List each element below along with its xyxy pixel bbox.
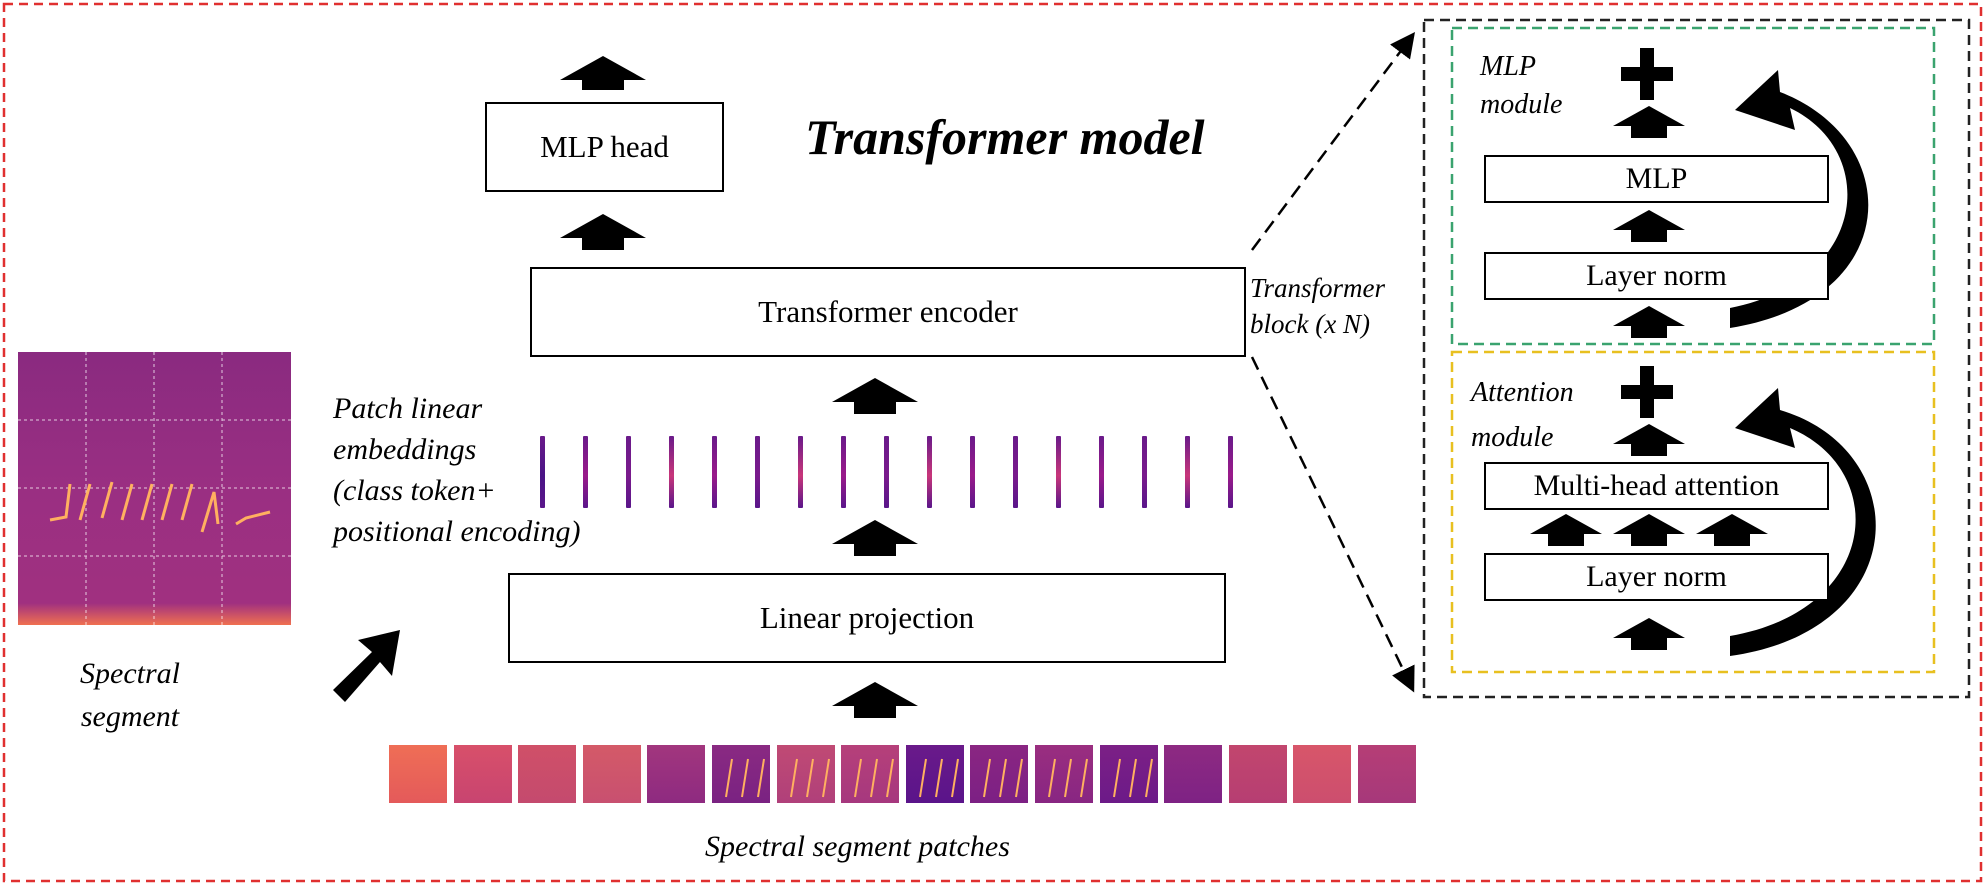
layer-norm-bottom-box: Layer norm [1484, 553, 1829, 601]
spectral-patch [518, 745, 577, 803]
patch-embedding-token [970, 436, 975, 508]
up-arrow-icon [832, 682, 918, 718]
multi-head-attention-box: Multi-head attention [1484, 462, 1829, 510]
patch-embedding-token [1056, 436, 1061, 508]
plus-icon [1621, 48, 1673, 100]
curved-skip-arrow-icon [1730, 70, 1869, 328]
patch-embeddings-label: Patch linear embeddings (class token+ po… [333, 388, 580, 552]
spectral-patch [1164, 745, 1223, 803]
multi-head-attention-label: Multi-head attention [1533, 469, 1780, 502]
class-token [540, 436, 545, 508]
up-arrow-icon [832, 378, 918, 414]
mlp-box: MLP [1484, 155, 1829, 203]
up-arrow-icon [1613, 210, 1685, 242]
transformer-block-line-2: block (x N) [1250, 309, 1370, 339]
spectral-patch [647, 745, 706, 803]
attention-module-line-1: Attention [1471, 377, 1574, 408]
up-arrow-icon [1696, 514, 1768, 546]
spectral-patch [905, 745, 964, 803]
spectral-patch [453, 745, 512, 803]
patch-embedding-token [1228, 436, 1233, 508]
curved-skip-arrow-icon [1730, 388, 1876, 656]
up-arrow-icon [560, 214, 646, 250]
layer-norm-bottom-label: Layer norm [1586, 560, 1727, 593]
patch-embeddings-line-2: embeddings [333, 433, 477, 466]
spectral-segment-line-2: segment [80, 700, 180, 733]
diagonal-arrow-icon [333, 630, 400, 702]
spectral-patch [389, 745, 447, 803]
spectral-patch [841, 745, 900, 803]
patch-embedding-token [712, 436, 717, 508]
up-arrow-icon [1613, 106, 1685, 138]
spectral-patch [712, 745, 770, 803]
up-arrow-icon [1613, 618, 1685, 650]
patch-embeddings-line-3: (class token+ [333, 474, 496, 507]
patch-embedding-token [1142, 436, 1147, 508]
patch-embedding-token [841, 436, 846, 508]
transformer-block-label: Transformer block (x N) [1250, 270, 1385, 342]
transformer-block-frame [1422, 18, 1971, 699]
spectral-patch [1099, 745, 1158, 803]
patch-embedding-token [669, 436, 674, 508]
mlp-label: MLP [1625, 162, 1688, 195]
attention-module-frame [1450, 350, 1936, 674]
attention-module-label: Attention module [1471, 370, 1574, 460]
spectral-patch [1293, 745, 1352, 803]
patch-embedding-token [884, 436, 889, 508]
patch-embedding-token [1185, 436, 1190, 508]
patch-embedding-token [583, 436, 588, 508]
patch-embedding-token [798, 436, 803, 508]
patch-embedding-token [927, 436, 932, 508]
transformer-encoder-label: Transformer encoder [758, 294, 1018, 329]
patch-embeddings-line-1: Patch linear [333, 392, 483, 425]
spectral-patch [970, 745, 1029, 803]
patch-embedding-token [755, 436, 760, 508]
up-arrow-icon [1613, 514, 1685, 546]
spectral-patch [1228, 745, 1287, 803]
transformer-block-line-1: Transformer [1250, 273, 1386, 303]
mlp-module-label: MLP module [1480, 48, 1562, 124]
patch-embedding-token [1099, 436, 1104, 508]
spectral-patch [1035, 745, 1093, 803]
spectral-segment-line-1: Spectral [80, 657, 180, 690]
transformer-encoder-box: Transformer encoder [530, 267, 1246, 357]
attention-module-line-2: module [1471, 422, 1554, 453]
spectral-patch [582, 745, 641, 803]
spectral-patch [776, 745, 835, 803]
up-arrow-icon [560, 56, 646, 90]
layer-norm-top-box: Layer norm [1484, 252, 1829, 300]
up-arrow-icon [1613, 306, 1685, 338]
connector-line-top [1250, 31, 1415, 251]
spectral-patches-label: Spectral segment patches [705, 830, 1010, 863]
linear-projection-label: Linear projection [759, 600, 975, 635]
linear-projection-box: Linear projection [508, 573, 1226, 663]
spectral-segment-image [18, 352, 291, 625]
connector-line-bottom [1250, 356, 1415, 693]
mlp-module-frame [1450, 26, 1936, 346]
mlp-module-line-1: MLP [1480, 51, 1536, 82]
mlp-module-line-2: module [1480, 89, 1563, 120]
mlp-head-box: MLP head [485, 102, 724, 192]
layer-norm-top-label: Layer norm [1586, 259, 1727, 292]
spectral-segment-label: Spectral segment [80, 652, 180, 738]
diagram-title: Transformer model [805, 109, 1205, 165]
patch-embedding-token [1013, 436, 1018, 508]
mlp-head-label: MLP head [540, 129, 669, 164]
plus-icon [1621, 366, 1673, 418]
spectral-patch [1358, 745, 1416, 803]
up-arrow-icon [1613, 424, 1685, 456]
patch-embeddings-line-4: positional encoding) [333, 515, 581, 548]
patch-embedding-token [626, 436, 631, 508]
up-arrow-icon [1530, 514, 1602, 546]
up-arrow-icon [832, 520, 918, 556]
